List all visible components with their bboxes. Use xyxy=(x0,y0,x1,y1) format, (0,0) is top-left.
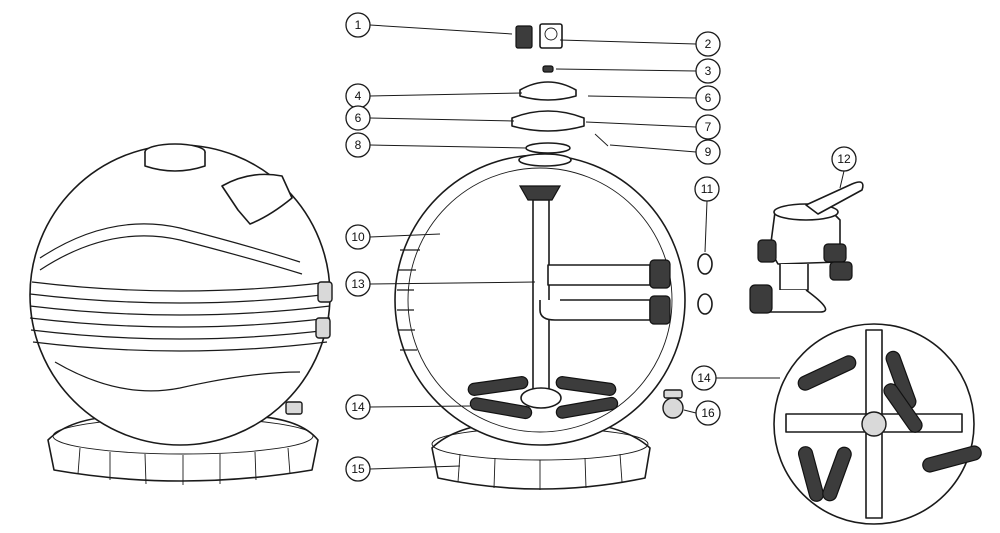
callout-2-label: 2 xyxy=(705,37,712,51)
callout-1-label: 1 xyxy=(355,18,362,32)
locking-ring xyxy=(511,110,585,132)
callout-8: 8 xyxy=(345,132,371,158)
multiport-valve xyxy=(749,181,864,314)
callout-12-label: 12 xyxy=(837,152,851,166)
callout-6-right-label: 6 xyxy=(705,91,712,105)
callout-10-label: 10 xyxy=(351,230,365,244)
valve-handle xyxy=(805,181,864,215)
manifold-detail xyxy=(773,323,982,525)
callout-3-label: 3 xyxy=(705,64,712,78)
callout-15-label: 15 xyxy=(351,462,365,476)
callout-10: 10 xyxy=(345,224,371,250)
exploded-filter-tank xyxy=(394,23,686,490)
callout-11: 11 xyxy=(694,176,720,202)
callout-7: 7 xyxy=(695,114,721,140)
callout-14-left-label: 14 xyxy=(351,400,365,414)
callout-15: 15 xyxy=(345,456,371,482)
callout-13-label: 13 xyxy=(351,277,365,291)
o-ring-seal xyxy=(525,142,571,154)
lid xyxy=(519,81,577,101)
pressure-gauge-plug xyxy=(542,65,554,73)
callout-6-left-label: 6 xyxy=(355,111,362,125)
callout-12: 12 xyxy=(831,146,857,172)
clamp-screw xyxy=(594,133,609,147)
callout-11-label: 11 xyxy=(701,182,714,196)
callout-16-label: 16 xyxy=(701,406,715,420)
callout-4: 4 xyxy=(345,83,371,109)
callout-14-right: 14 xyxy=(691,365,717,391)
callout-9-label: 9 xyxy=(705,145,712,159)
callout-14-left: 14 xyxy=(345,394,371,420)
callout-16: 16 xyxy=(695,400,721,426)
callout-6-left: 6 xyxy=(345,105,371,131)
callout-9: 9 xyxy=(695,139,721,165)
callout-1: 1 xyxy=(345,12,371,38)
callout-3: 3 xyxy=(695,58,721,84)
callout-2: 2 xyxy=(695,31,721,57)
port-o-rings xyxy=(697,253,713,315)
assembled-filter-tank xyxy=(29,143,333,485)
leader-lines xyxy=(369,24,845,470)
callout-13: 13 xyxy=(345,271,371,297)
callout-4-label: 4 xyxy=(355,89,362,103)
callout-7-label: 7 xyxy=(705,120,712,134)
callout-6-right: 6 xyxy=(695,85,721,111)
callout-8-label: 8 xyxy=(355,138,362,152)
pressure-gauge-icon xyxy=(515,25,533,49)
callout-14-right-label: 14 xyxy=(697,371,711,385)
